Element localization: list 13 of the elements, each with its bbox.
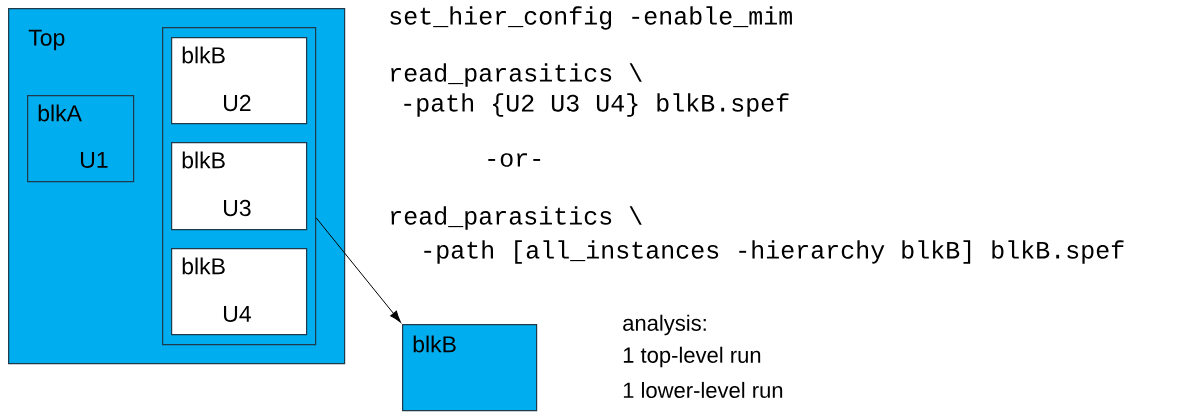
note-text: 1 lower-level run [623, 381, 783, 399]
code-line: read_parasitics \ [391, 63, 642, 87]
note-text: analysis: [623, 314, 706, 336]
note-text: 1 top-level run [623, 346, 761, 368]
block-box: blkA U1 [27, 95, 135, 183]
code-line: -path [all_instances -hierarchy blkB] blkB.spef [424, 240, 1124, 264]
arrow [315, 217, 401, 323]
block-box: blkB U4 [171, 248, 308, 336]
code-line: read_parasitics \ [391, 206, 642, 230]
code-line: -or- [488, 153, 541, 167]
block-box: blkB [402, 324, 538, 412]
code-line: -path {U2 U3 U4} blkB.spef [404, 93, 789, 117]
code-line: set_hier_config -enable_mim [390, 6, 792, 30]
